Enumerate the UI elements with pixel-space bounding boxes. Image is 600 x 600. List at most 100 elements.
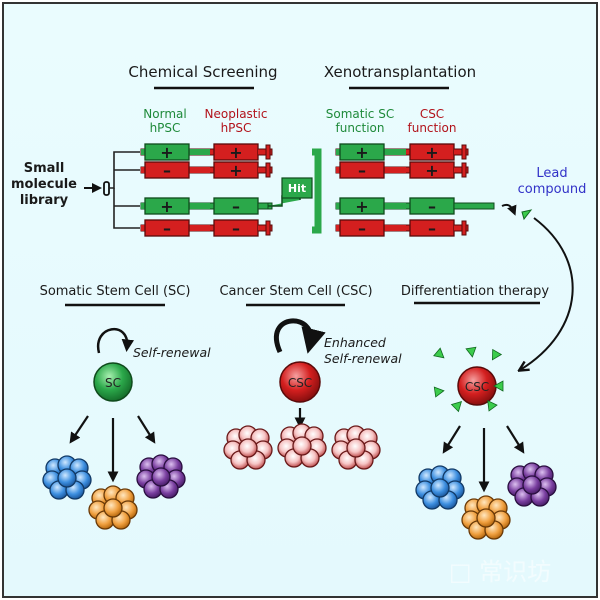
- cell: [57, 468, 77, 488]
- self-renewal-label: Self-renewal: [133, 345, 211, 360]
- library-label-3: library: [20, 193, 69, 208]
- assay-cartridge: [339, 197, 385, 215]
- drug-molecule-icon: [491, 348, 503, 361]
- cancer-cell-label: CSC: [288, 376, 312, 390]
- hit-label: Hit: [288, 182, 306, 195]
- cell: [346, 438, 366, 458]
- column-label-somatic-sc-2: function: [335, 121, 384, 135]
- cell: [522, 475, 542, 495]
- chemical-screening-title: Chemical Screening: [128, 63, 277, 81]
- library-source-icon: [103, 181, 110, 196]
- syringe-cap: [265, 144, 271, 160]
- column-label-somatic-sc: Somatic SC: [326, 107, 394, 121]
- assay-cartridge: [144, 161, 190, 179]
- treated-cell-label: CSC: [465, 380, 489, 394]
- assay-result: –: [358, 219, 366, 238]
- syringe-neck: [454, 225, 462, 231]
- assay-result: +: [425, 143, 438, 162]
- hit-connector: [268, 148, 322, 234]
- screening-row: +–: [140, 197, 273, 216]
- screening-row: ––: [140, 219, 273, 238]
- cell-clusters: [42, 423, 557, 540]
- drug-molecules: [433, 346, 504, 413]
- differentiation-arrows-sc: [69, 415, 156, 483]
- assay-result: +: [160, 197, 173, 216]
- enhanced-label-2: Self-renewal: [324, 351, 402, 366]
- syringe-neck: [454, 167, 462, 173]
- cell: [151, 467, 171, 487]
- blue-cell-cluster: [42, 455, 92, 500]
- assay-cartridge: [144, 143, 190, 161]
- screening-row: –+: [140, 161, 273, 180]
- assay-cartridge: [144, 219, 190, 237]
- assay-result: –: [163, 161, 171, 180]
- syringe-cap: [461, 144, 467, 160]
- column-label-neoplastic: Neoplastic: [205, 107, 268, 121]
- therapy-curve-arrow: [520, 217, 574, 370]
- column-label-csc-function-2: function: [407, 121, 456, 135]
- xeno-row: –+: [335, 161, 469, 180]
- assay-cartridge: [339, 161, 385, 179]
- syringe-neck: [454, 149, 462, 155]
- assay-result: –: [232, 197, 240, 216]
- assay-result: –: [428, 219, 436, 238]
- screening-branch-lines: [109, 151, 140, 229]
- assay-result: –: [232, 219, 240, 238]
- cell: [103, 498, 123, 518]
- cancer-cell-cluster: [331, 425, 381, 470]
- assay-result: +: [355, 197, 368, 216]
- somatic-cell-label: SC: [105, 376, 121, 390]
- therapy-title: Differentiation therapy: [401, 284, 549, 299]
- xeno-row: ++: [335, 143, 469, 162]
- column-label-normal: Normal: [143, 107, 186, 121]
- watermark: □ 常识坊: [449, 558, 551, 586]
- assay-result: +: [425, 161, 438, 180]
- orange-cell-cluster: [88, 485, 138, 530]
- enhanced-label: Enhanced: [324, 335, 386, 350]
- cell: [430, 478, 450, 498]
- cancer-stem-cell: [279, 361, 321, 403]
- assay-result: +: [160, 143, 173, 162]
- cancer-title: Cancer Stem Cell (CSC): [219, 284, 372, 299]
- syringe-cap: [461, 220, 467, 236]
- cell: [476, 508, 496, 528]
- hit-output-tube: [453, 202, 495, 210]
- syringe-cap: [265, 162, 271, 178]
- cell: [292, 436, 312, 456]
- assay-result: –: [428, 197, 436, 216]
- library-label: Small: [24, 161, 65, 176]
- assay-cartridge: [144, 197, 190, 215]
- lead-compound-label: Lead: [536, 166, 567, 181]
- somatic-stem-cell: [93, 362, 133, 402]
- purple-cell-cluster: [507, 462, 557, 507]
- differentiation-arrows-therapy: [442, 425, 525, 493]
- enhanced-self-renewal-arrow-icon: [274, 318, 326, 354]
- cancer-cell-cluster: [277, 423, 327, 468]
- column-label-neoplastic-2: hPSC: [221, 121, 252, 135]
- blue-cell-cluster: [415, 465, 465, 510]
- self-renewal-arrow-icon: [96, 328, 135, 354]
- assay-cartridge: [339, 143, 385, 161]
- column-label-csc-function: CSC: [420, 107, 444, 121]
- assay-result: –: [358, 161, 366, 180]
- xenotransplantation-syringe-rows: ++–++–––: [335, 143, 495, 238]
- assay-cartridge: [339, 219, 385, 237]
- drug-molecule-icon: [433, 347, 445, 359]
- drug-molecule-icon: [487, 400, 498, 412]
- assay-result: +: [229, 161, 242, 180]
- purple-cell-cluster: [136, 454, 186, 499]
- syringe-neck: [258, 225, 266, 231]
- drug-molecule-icon: [493, 380, 504, 392]
- syringe-neck: [258, 167, 266, 173]
- assay-result: +: [229, 143, 242, 162]
- lead-compound-label-2: compound: [518, 182, 587, 197]
- screening-row: ++: [140, 143, 273, 162]
- drug-molecule-icon: [433, 386, 445, 398]
- syringe-cap: [265, 220, 271, 236]
- assay-result: –: [163, 219, 171, 238]
- lead-compound-icon: [521, 209, 533, 221]
- syringe-neck: [258, 149, 266, 155]
- xenotransplantation-title: Xenotransplantation: [324, 63, 476, 81]
- syringe-cap: [461, 162, 467, 178]
